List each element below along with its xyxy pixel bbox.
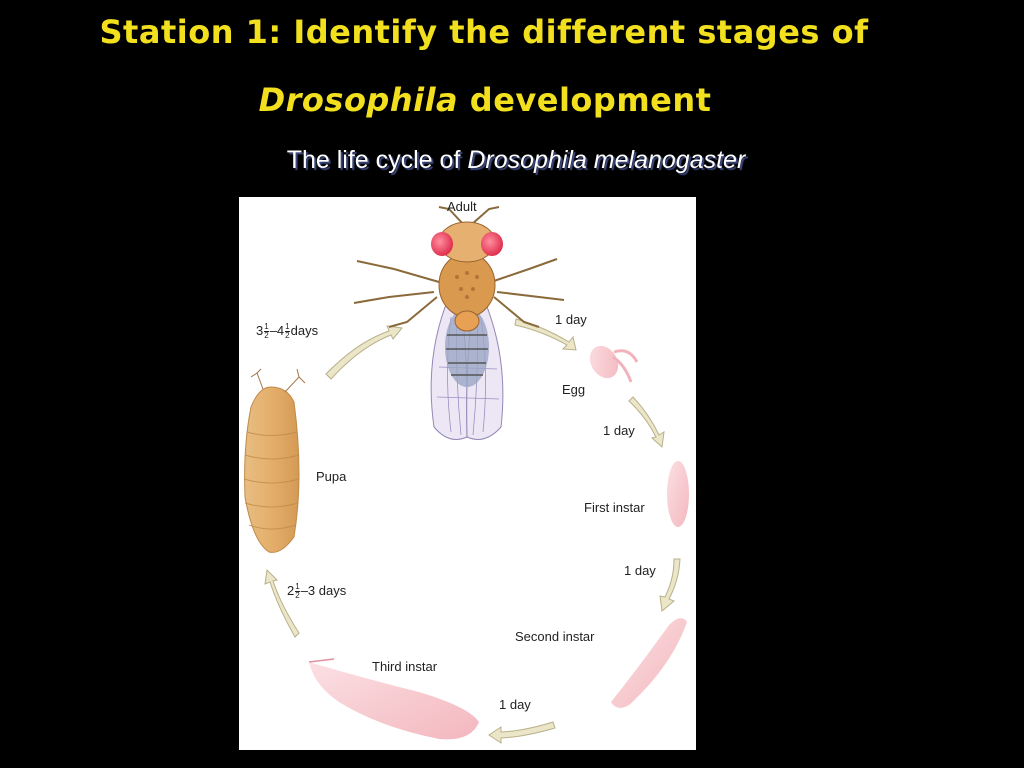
arrow-first-to-second [659,558,681,612]
egg-illustration [589,345,639,383]
duration-rest: –3 days [300,583,347,598]
fraction-denominator: 2 [264,331,269,341]
slide-title: Station 1: Identify the different stages… [0,8,968,124]
duration-first-to-second: 1 day [624,563,656,578]
third-instar-illustration [308,658,479,740]
arrow-second-to-third [488,721,556,744]
label-first-instar: First instar [584,500,645,515]
label-second-instar: Second instar [515,629,595,644]
label-adult: Adult [447,199,477,214]
arrow-third-to-pupa [264,568,300,638]
duration-egg-to-first: 1 day [603,423,635,438]
title-line-2: Drosophila development [0,76,968,124]
label-pupa: Pupa [316,469,347,484]
duration-mid: –4 [269,323,285,338]
life-cycle-drawing [243,206,689,744]
pupa-illustration [243,368,306,553]
caption-prefix: The life cycle of [286,146,468,174]
figure-caption: The life cycle of Drosophila melanogaste… [0,146,1024,175]
second-instar-illustration [611,618,687,708]
duration-rest: days [290,323,319,338]
fraction-numerator: 1 [285,322,290,333]
first-instar-illustration [667,461,689,527]
fraction-numerator: 1 [295,582,300,593]
title-rest: development [458,81,712,119]
label-egg: Egg [562,382,586,397]
title-line-1: Station 1: Identify the different stages… [99,13,869,51]
duration-whole: 3 [256,323,264,338]
caption-species: Drosophila melanogaster [467,146,746,174]
life-cycle-diagram: Adult Egg First instar Second instar Thi… [239,197,696,750]
adult-fly-illustration [353,206,565,440]
duration-second-to-third: 1 day [499,697,531,712]
title-species: Drosophila [258,81,459,119]
duration-adult-to-egg: 1 day [555,312,587,327]
arrow-egg-to-first [628,396,665,449]
duration-whole: 2 [287,583,295,598]
fraction-denominator: 2 [285,331,290,341]
fraction-denominator: 2 [295,591,300,601]
arrow-pupa-to-adult [325,325,403,380]
label-third-instar: Third instar [372,659,438,674]
fraction-numerator: 1 [264,322,269,333]
